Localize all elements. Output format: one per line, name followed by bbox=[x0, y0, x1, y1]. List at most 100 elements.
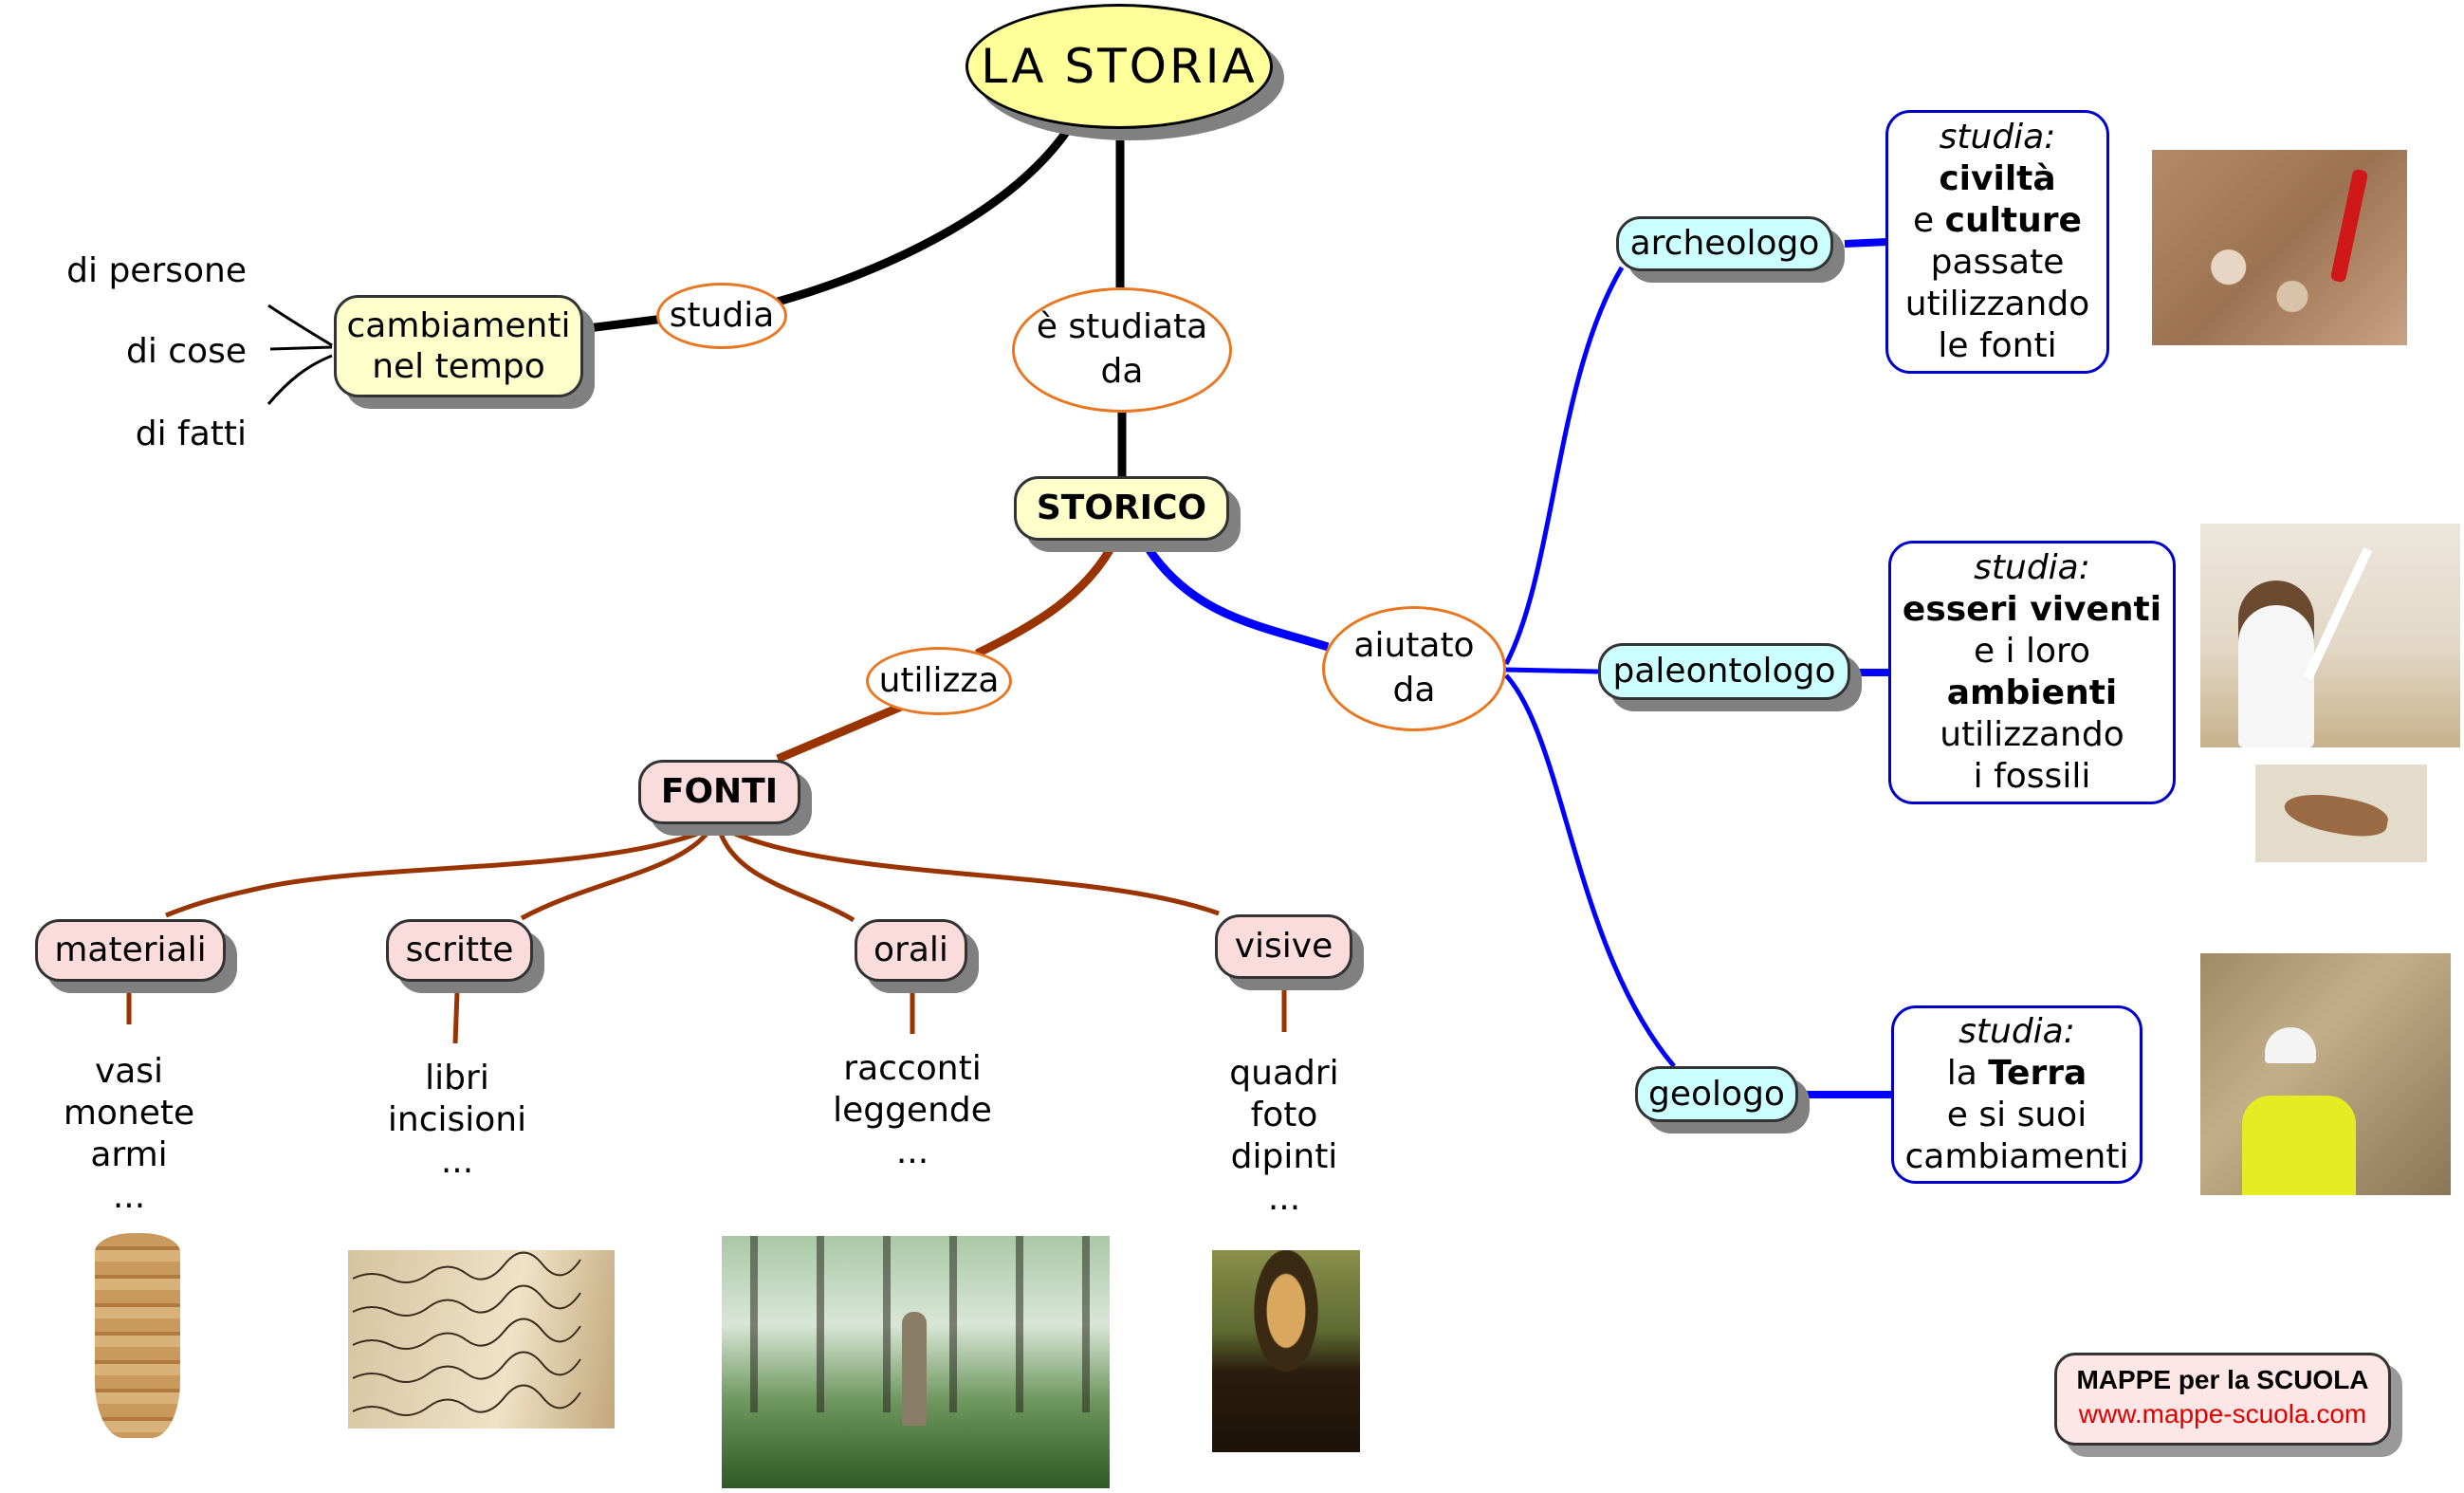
link-label-utilizza: utilizza bbox=[866, 647, 1012, 715]
footer-url[interactable]: www.mappe-scuola.com bbox=[2078, 1399, 2367, 1428]
desc-keyword: esseri viventi bbox=[1902, 590, 2162, 630]
link-aiutato-geologo bbox=[1504, 673, 1676, 1068]
geologo-node[interactable]: geologo bbox=[1635, 1066, 1798, 1122]
cambiamenti-line-2: nel tempo bbox=[372, 347, 545, 386]
link-root-studia bbox=[776, 128, 1071, 306]
desc-heading: studia: bbox=[1974, 548, 2090, 588]
geologist-image bbox=[2200, 953, 2451, 1195]
example-text: ... bbox=[440, 1141, 474, 1181]
desc-keyword: ambienti bbox=[1946, 673, 2118, 712]
link-studia-cambiamenti bbox=[587, 314, 665, 333]
link-aiutato-paleontologo bbox=[1505, 667, 1599, 674]
desc-text: passate bbox=[1930, 243, 2065, 282]
link-storico-aiutato bbox=[1146, 547, 1330, 652]
item-di-persone: di persone bbox=[66, 251, 247, 290]
desc-line: le fonti bbox=[1938, 325, 2056, 367]
desc-text: e si suoi bbox=[1946, 1096, 2087, 1134]
examples-visive: quadri foto dipinti ... bbox=[1189, 1053, 1379, 1220]
desc-line: civiltà bbox=[1939, 158, 2055, 200]
desc-line: utilizzando bbox=[1940, 714, 2124, 756]
fonte-scritte-node[interactable]: scritte bbox=[386, 919, 533, 982]
fonte-label: materiali bbox=[54, 931, 207, 970]
handwriting-image bbox=[348, 1250, 615, 1428]
desc-line: la Terra bbox=[1947, 1053, 2087, 1095]
example-text: dipinti bbox=[1230, 1136, 1338, 1176]
hardhat bbox=[2265, 1027, 2316, 1063]
stub-scritte bbox=[452, 990, 460, 1044]
link-fonti-scritte bbox=[520, 832, 708, 921]
desc-line: i fossili bbox=[1974, 756, 2091, 798]
fonti-node[interactable]: FONTI bbox=[638, 760, 800, 824]
example-text: armi bbox=[90, 1134, 168, 1174]
example-text: leggende bbox=[833, 1090, 992, 1130]
root-title: LA STORIA bbox=[981, 38, 1258, 94]
link-label-aiutato-da: aiutato da bbox=[1322, 606, 1506, 731]
link-label-studia: studia bbox=[656, 283, 787, 349]
yellow-jacket bbox=[2242, 1096, 2356, 1195]
examples-orali: racconti leggende ... bbox=[799, 1048, 1026, 1173]
example-text: foto bbox=[1250, 1095, 1318, 1134]
examples-scritte: libri incisioni ... bbox=[362, 1058, 552, 1183]
storytelling-forest-image bbox=[722, 1236, 1110, 1488]
link-item-persone bbox=[267, 304, 333, 347]
example-text: libri bbox=[425, 1059, 489, 1097]
footer-brand-box[interactable]: MAPPE per la SCUOLA www.mappe-scuola.com bbox=[2054, 1353, 2391, 1446]
desc-line: passate bbox=[1931, 242, 2065, 284]
examples-materiali: vasi monete armi ... bbox=[34, 1051, 224, 1218]
desc-heading: studia: bbox=[1939, 118, 2056, 157]
example-text: ... bbox=[1267, 1178, 1301, 1218]
desc-text: i fossili bbox=[1973, 756, 2091, 796]
link-fonti-materiali bbox=[165, 831, 698, 918]
studiata-line-2: da bbox=[1100, 352, 1144, 391]
desc-keyword: culture bbox=[1944, 201, 2082, 241]
desc-line: esseri viventi bbox=[1903, 589, 2161, 631]
link-utilizza-fonti bbox=[776, 702, 903, 764]
link-fonti-visive bbox=[734, 831, 1220, 916]
fonte-orali-node[interactable]: orali bbox=[855, 919, 967, 982]
storico-node[interactable]: STORICO bbox=[1014, 476, 1229, 541]
fonte-label: orali bbox=[873, 931, 948, 970]
example-text: vasi bbox=[94, 1052, 164, 1091]
fonte-visive-node[interactable]: visive bbox=[1215, 914, 1352, 979]
root-node[interactable]: LA STORIA bbox=[965, 4, 1273, 129]
fonte-label: visive bbox=[1234, 927, 1333, 967]
link-fonti-orali bbox=[718, 833, 855, 923]
desc-text: cambiamenti bbox=[1904, 1136, 2129, 1176]
desc-line: e si suoi bbox=[1947, 1095, 2087, 1136]
link-storico-utilizza bbox=[975, 547, 1113, 658]
example-text: incisioni bbox=[387, 1099, 527, 1139]
example-text: ... bbox=[895, 1132, 929, 1171]
utilizza-text: utilizza bbox=[878, 660, 1000, 700]
item-di-fatti: di fatti bbox=[135, 415, 247, 453]
desc-keyword: Terra bbox=[1988, 1054, 2087, 1094]
vase-image bbox=[95, 1233, 180, 1438]
desc-text: e bbox=[1913, 201, 1945, 241]
link-label-text: studia bbox=[669, 295, 775, 335]
paleontologo-node[interactable]: paleontologo bbox=[1598, 643, 1850, 700]
link-item-cose bbox=[269, 345, 333, 351]
storico-label: STORICO bbox=[1036, 488, 1207, 528]
fish-shape bbox=[2281, 787, 2391, 842]
helper-label: archeologo bbox=[1629, 224, 1820, 264]
helper-label: paleontologo bbox=[1612, 652, 1836, 691]
desc-line: ambienti bbox=[1947, 673, 2118, 714]
desc-line: e culture bbox=[1913, 200, 2082, 242]
desc-line: e i loro bbox=[1974, 631, 2090, 673]
cambiamenti-node[interactable]: cambiamenti nel tempo bbox=[334, 295, 583, 397]
example-text: monete bbox=[63, 1093, 195, 1133]
aiutato-line-1: aiutato bbox=[1353, 626, 1475, 666]
example-text: ... bbox=[112, 1176, 146, 1216]
mona-lisa-image bbox=[1212, 1250, 1360, 1452]
link-aiutato-archeologo bbox=[1503, 266, 1625, 666]
link-archeologo-desc bbox=[1844, 238, 1888, 248]
desc-text: utilizzando bbox=[1940, 714, 2124, 754]
scientist-figure bbox=[2238, 581, 2314, 747]
archeologo-node[interactable]: archeologo bbox=[1616, 216, 1833, 271]
fonte-materiali-node[interactable]: materiali bbox=[35, 919, 226, 982]
example-text: quadri bbox=[1229, 1054, 1339, 1093]
footer-brand: MAPPE per la SCUOLA bbox=[2076, 1365, 2369, 1394]
link-item-fatti bbox=[267, 354, 333, 405]
